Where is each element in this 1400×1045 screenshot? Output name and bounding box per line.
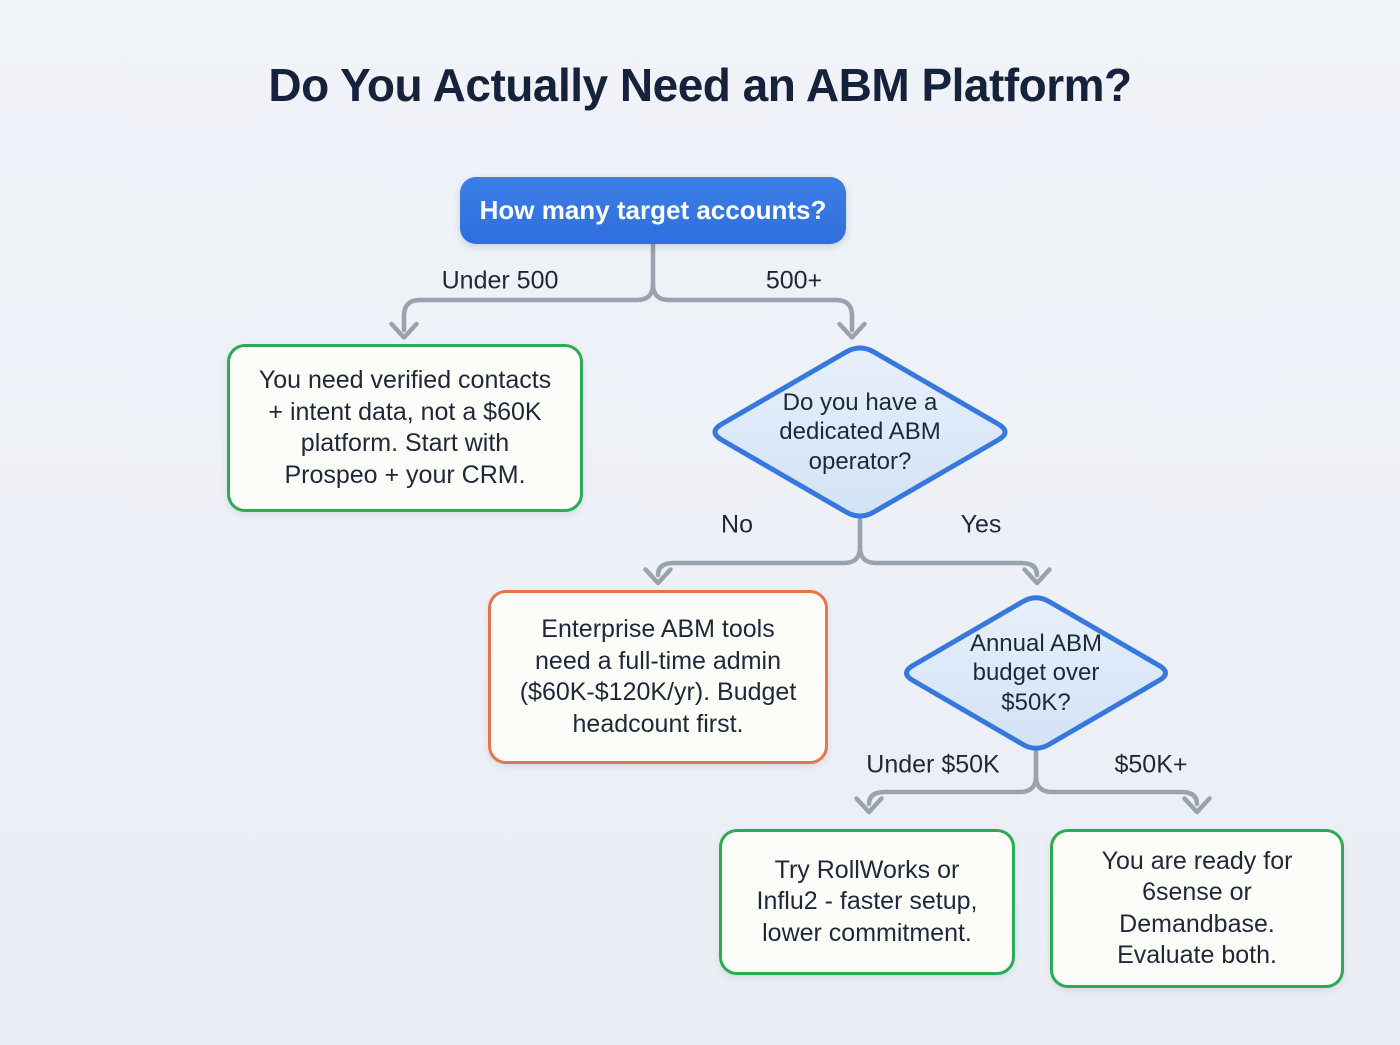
edge-operator-no bbox=[655, 517, 863, 578]
page-title: Do You Actually Need an ABM Platform? bbox=[268, 59, 1132, 111]
arrow-down-icon bbox=[643, 567, 673, 586]
arrow-down-icon bbox=[837, 321, 867, 340]
node-decision-budget-label: Annual ABM budget over $50K? bbox=[969, 629, 1103, 716]
node-result-small-list-label: You need verified contacts + intent data… bbox=[258, 366, 552, 489]
node-root-question-label: How many target accounts? bbox=[479, 195, 827, 225]
edge-label-no: No bbox=[721, 510, 753, 539]
node-result-low-budget: Try RollWorks or Influ2 - faster setup, … bbox=[719, 829, 1015, 975]
arrow-down-icon bbox=[854, 796, 884, 815]
edge-label-under-500: Under 500 bbox=[441, 266, 559, 295]
node-result-low-budget-label: Try RollWorks or Influ2 - faster setup, … bbox=[756, 855, 978, 947]
node-result-no-operator-label: Enterprise ABM tools need a full-time ad… bbox=[519, 615, 797, 738]
node-decision-operator: Do you have a dedicated ABM operator? bbox=[700, 336, 1020, 528]
node-root-question: How many target accounts? bbox=[460, 177, 846, 244]
edge-budget-50kplus bbox=[1033, 773, 1200, 807]
node-result-no-operator: Enterprise ABM tools need a full-time ad… bbox=[488, 590, 828, 764]
edge-operator-yes bbox=[857, 544, 1040, 578]
arrow-down-icon bbox=[389, 321, 419, 340]
node-result-small-list: You need verified contacts + intent data… bbox=[227, 344, 583, 512]
edge-root-500plus bbox=[650, 281, 855, 333]
edge-label-500-plus: 500+ bbox=[765, 266, 823, 295]
node-decision-operator-label: Do you have a dedicated ABM operator? bbox=[779, 388, 941, 475]
arrow-down-icon bbox=[1022, 567, 1052, 586]
node-result-high-budget: You are ready for 6sense or Demandbase. … bbox=[1050, 829, 1344, 988]
node-result-high-budget-label: You are ready for 6sense or Demandbase. … bbox=[1101, 846, 1293, 970]
diamond-shape bbox=[904, 595, 1168, 751]
node-decision-budget: Annual ABM budget over $50K? bbox=[896, 588, 1176, 758]
arrow-down-icon bbox=[1182, 796, 1212, 815]
edge-label-yes: Yes bbox=[960, 510, 1002, 539]
edge-label-50k-plus: $50K+ bbox=[1114, 750, 1188, 779]
diamond-shape bbox=[712, 345, 1008, 519]
edge-label-under-50k: Under $50K bbox=[866, 750, 1000, 779]
